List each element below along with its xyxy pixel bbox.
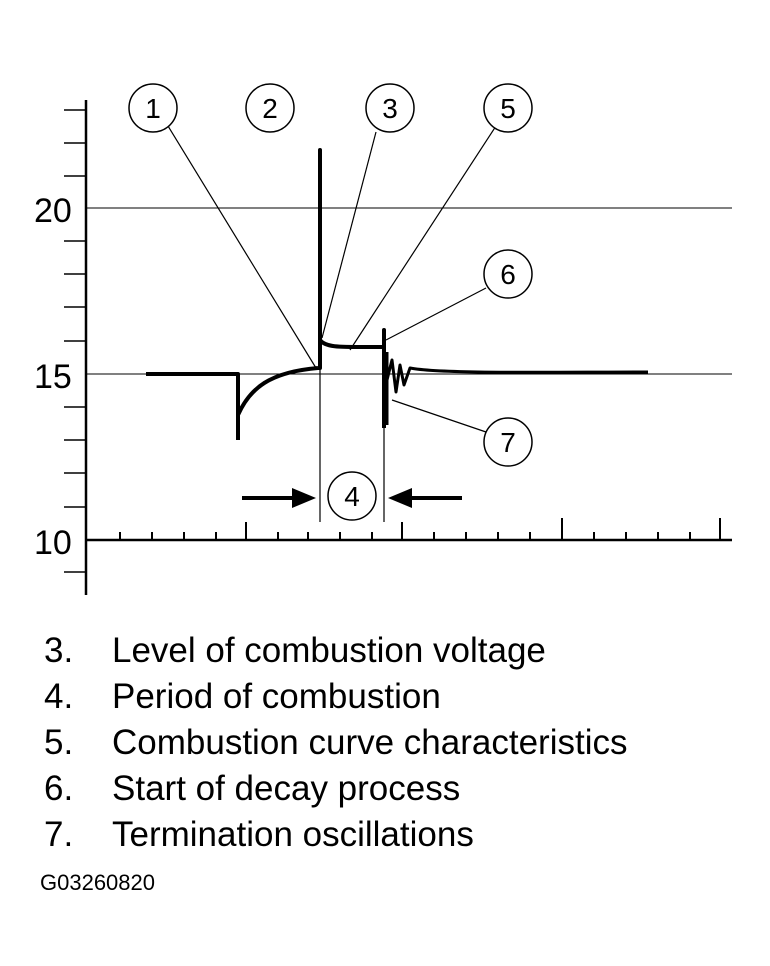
legend-item: 4. Period of combustion xyxy=(44,674,627,720)
svg-text:4: 4 xyxy=(344,481,360,512)
figure-id: G03260820 xyxy=(40,870,155,895)
legend-text: Combustion curve characteristics xyxy=(112,723,628,762)
svg-text:2: 2 xyxy=(262,93,278,124)
callout-leader-lines xyxy=(167,125,497,433)
waveform-diagram: 20 15 10 1 2 3 4 xyxy=(34,83,732,595)
svg-text:6: 6 xyxy=(500,259,516,290)
callout-7: 7 xyxy=(483,417,533,467)
legend-item: 5. Combustion curve characteristics xyxy=(44,720,627,766)
svg-text:1: 1 xyxy=(145,93,161,124)
y-axis-ticks xyxy=(64,109,86,573)
svg-text:5: 5 xyxy=(500,93,516,124)
y-tick-label-20: 20 xyxy=(34,192,72,230)
legend-text: Start of decay process xyxy=(112,769,461,808)
legend-item: 3. Level of combustion voltage xyxy=(44,628,627,674)
callout-2: 2 xyxy=(245,83,295,133)
legend-text: Termination oscillations xyxy=(112,815,474,854)
y-tick-label-10: 10 xyxy=(34,524,72,562)
svg-text:7: 7 xyxy=(500,427,516,458)
svg-text:3: 3 xyxy=(382,93,398,124)
legend-number: 4. xyxy=(44,677,74,716)
legend-number: 7. xyxy=(44,815,74,854)
callout-5: 5 xyxy=(483,83,533,133)
x-axis-ticks xyxy=(119,518,721,540)
legend-item: 7. Termination oscillations xyxy=(44,812,627,858)
voltage-waveform xyxy=(146,148,649,440)
legend-item: 6. Start of decay process xyxy=(44,766,627,812)
legend-number: 6. xyxy=(44,769,74,808)
legend-text: Period of combustion xyxy=(112,677,441,716)
legend-number: 5. xyxy=(44,723,74,762)
callout-1: 1 xyxy=(128,83,178,133)
callout-6: 6 xyxy=(483,249,533,299)
combustion-period-markers xyxy=(242,350,462,522)
callout-4: 4 xyxy=(327,471,377,521)
legend-text: Level of combustion voltage xyxy=(112,631,546,670)
y-tick-label-15: 15 xyxy=(34,358,72,396)
legend: 3. Level of combustion voltage 4. Period… xyxy=(44,628,627,858)
callout-3: 3 xyxy=(365,83,415,133)
legend-number: 3. xyxy=(44,631,74,670)
